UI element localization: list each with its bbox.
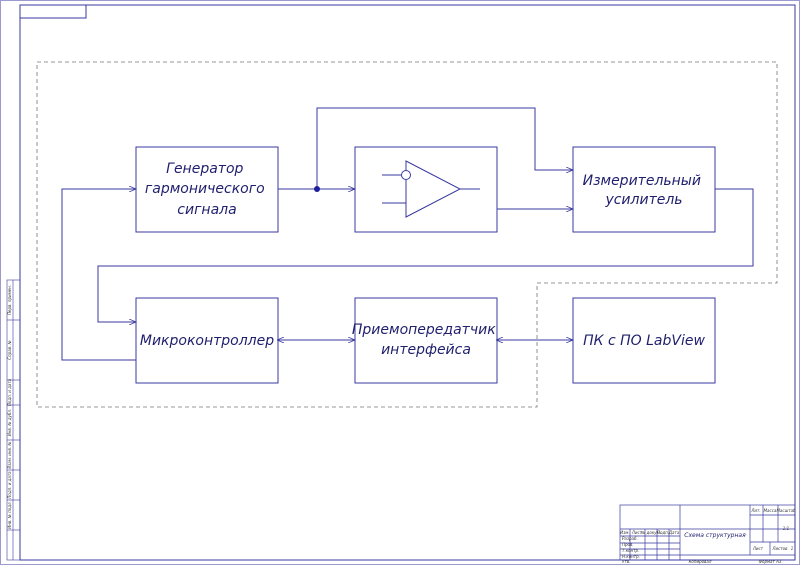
side-strip-label: Инв. № дубл. — [7, 409, 12, 436]
title-block-row-label: Утв. — [622, 559, 630, 564]
col-lit: Лит. — [750, 508, 760, 513]
junction-dot — [314, 186, 320, 192]
title-block-row-label: Т.контр. — [622, 548, 639, 553]
opamp-icon — [382, 160, 480, 218]
pc-label: ПК с ПО LabView — [583, 333, 705, 349]
title-block-header-cell: Лист — [631, 530, 643, 535]
dashed-boundary — [36, 61, 778, 408]
title-block-header-cell: № докум. — [640, 530, 661, 535]
title-block-header-cell: Изм. — [620, 530, 629, 535]
title-block — [619, 504, 796, 561]
side-strip-label: Перв. примен. — [7, 285, 12, 315]
title-block-row-label: Разраб. — [622, 536, 638, 541]
side-strip-label: Справ. № — [7, 340, 12, 359]
generator-label: Генератор гармонического сигнала — [145, 161, 269, 218]
scale-value: 1:1 — [783, 526, 789, 531]
side-strip-label: Подп. и дата — [7, 471, 12, 499]
sheet-label: Лист — [752, 546, 764, 551]
title-block-header-cell: Дата — [668, 530, 680, 535]
block-transceiver — [354, 297, 498, 384]
side-strip-label: Подп. и дата — [7, 378, 12, 406]
side-strip — [6, 279, 21, 561]
block-pc — [572, 297, 716, 384]
microcontroller-label: Микроконтроллер — [140, 333, 274, 349]
title-block-header-cell: Подп. — [657, 530, 669, 535]
sheets-value: 1 — [791, 546, 794, 551]
top-left-stamp — [20, 5, 87, 19]
format-label: Формат A3 — [759, 559, 782, 564]
title-block-row-label: Пров. — [622, 542, 634, 547]
title-block-row-label: Н.контр. — [622, 554, 640, 559]
sheets-label: Листов — [772, 546, 789, 551]
amplifier-label: Измерительный усилитель — [583, 173, 706, 208]
copied-label: Копировал — [689, 559, 712, 564]
drawing-title: Схема структурная — [684, 532, 746, 539]
connections — [61, 107, 754, 361]
side-strip-label: Инв. № подл. — [7, 501, 12, 529]
col-mass: Масса — [764, 508, 777, 513]
side-strip-label: Взам. инв. № — [7, 441, 12, 468]
col-scale: Масштаб — [776, 508, 796, 513]
inner-frame — [19, 4, 796, 561]
transceiver-label: Приемопередатчик интерфейса — [352, 322, 500, 358]
block-amplifier — [572, 146, 716, 233]
block-generator — [135, 146, 279, 233]
